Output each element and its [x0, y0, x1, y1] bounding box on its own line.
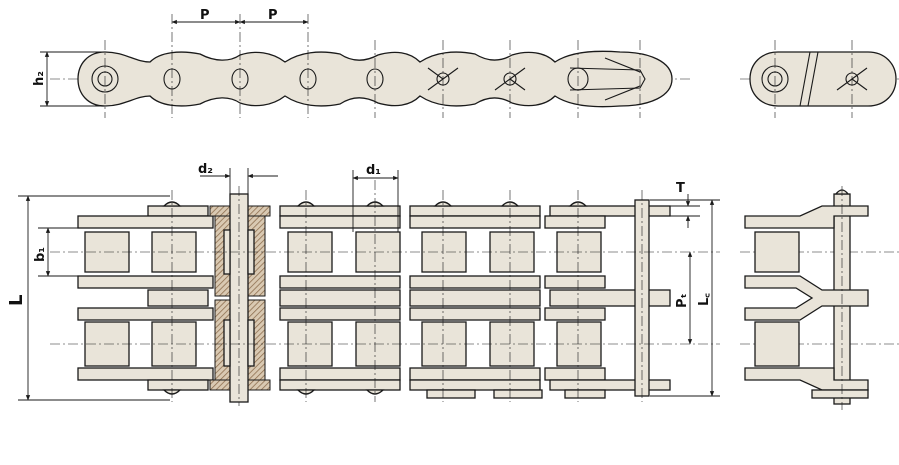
length-connecting-label: L꜀ — [697, 293, 712, 306]
pitch-label-2: P — [268, 8, 278, 23]
chain-plan-view: d₂ d₁ T b₁ L Pₜ L꜀ — [6, 162, 720, 406]
overall-length-label: L — [6, 295, 27, 306]
plate-height-label: h₂ — [32, 71, 47, 86]
pitch-label-1: P — [200, 8, 210, 23]
chain-side-view: P P h₂ — [32, 8, 690, 118]
chain-end-view-top — [740, 40, 899, 118]
plate-thickness-label: T — [676, 181, 685, 196]
inner-width-label: b₁ — [33, 247, 48, 262]
chain-end-view-bottom — [740, 186, 899, 410]
roller-diameter-label: d₁ — [366, 163, 381, 178]
pin-diameter-label: d₂ — [198, 162, 213, 177]
transverse-pitch-label: Pₜ — [675, 293, 690, 308]
